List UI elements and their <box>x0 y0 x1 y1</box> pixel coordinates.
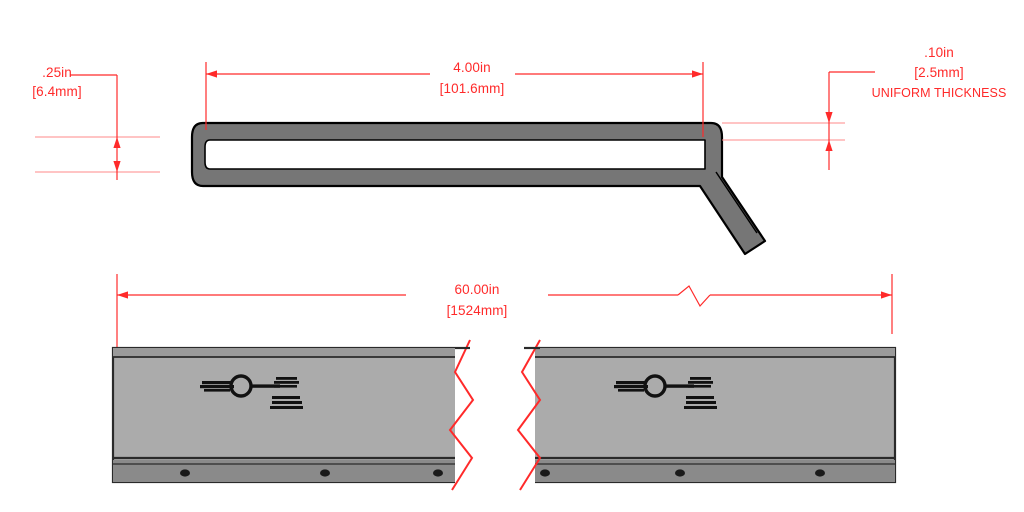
height-dimension-inches: .25in <box>42 65 72 80</box>
fastener <box>180 469 190 477</box>
fastener <box>433 469 443 477</box>
length-dimension-inches: 60.00in <box>455 282 500 297</box>
stamp-bar <box>664 384 694 388</box>
break-line-left <box>448 339 475 491</box>
engraved-stamp <box>200 374 717 409</box>
length-arrow-left <box>117 291 128 299</box>
fastener-row <box>180 469 825 477</box>
stamp-text-block <box>684 396 717 409</box>
width-dimension-inches: 4.00in <box>453 60 490 75</box>
height-dimension-lines <box>35 136 160 173</box>
length-dimension-mm: [1524mm] <box>447 303 508 318</box>
height-arrow-up <box>113 137 121 148</box>
profile-geometry <box>190 121 767 256</box>
thickness-dimension-mm: [2.5mm] <box>914 65 963 80</box>
height-dimension-mm: [6.4mm] <box>32 84 81 99</box>
thickness-dimension-note: UNIFORM THICKNESS <box>872 86 1007 100</box>
profile-bend-crease <box>715 171 758 234</box>
profile-view: .25in [6.4mm] 4.00in [101.6mm] .10in [2.… <box>32 45 1007 256</box>
stamp-text-left <box>614 381 648 392</box>
profile-inner-cavity <box>204 139 706 170</box>
width-arrow-left <box>206 70 217 78</box>
fastener <box>815 469 825 477</box>
elevation-view: 60.00in [1524mm] <box>111 274 897 491</box>
width-arrow-right <box>692 70 703 78</box>
stamp-text-right <box>688 377 713 388</box>
thickness-dimension-inches: .10in <box>924 45 954 60</box>
height-arrow-down <box>113 161 121 172</box>
fastener <box>675 469 685 477</box>
thickness-leader <box>828 71 875 170</box>
thickness-arrow-bottom <box>825 140 833 151</box>
thickness-extension-lines <box>722 122 845 141</box>
stamp-bar <box>250 384 280 388</box>
stamp-text-right <box>274 377 299 388</box>
break-line-right <box>516 339 542 491</box>
thickness-arrow-top <box>825 112 833 123</box>
length-dimension-line <box>117 285 892 308</box>
fastener <box>320 469 330 477</box>
stamp-text-left <box>200 381 234 392</box>
fastener <box>540 469 550 477</box>
length-arrow-right <box>881 291 892 299</box>
stamp-text-block <box>270 396 303 409</box>
width-dimension-mm: [101.6mm] <box>440 81 505 96</box>
